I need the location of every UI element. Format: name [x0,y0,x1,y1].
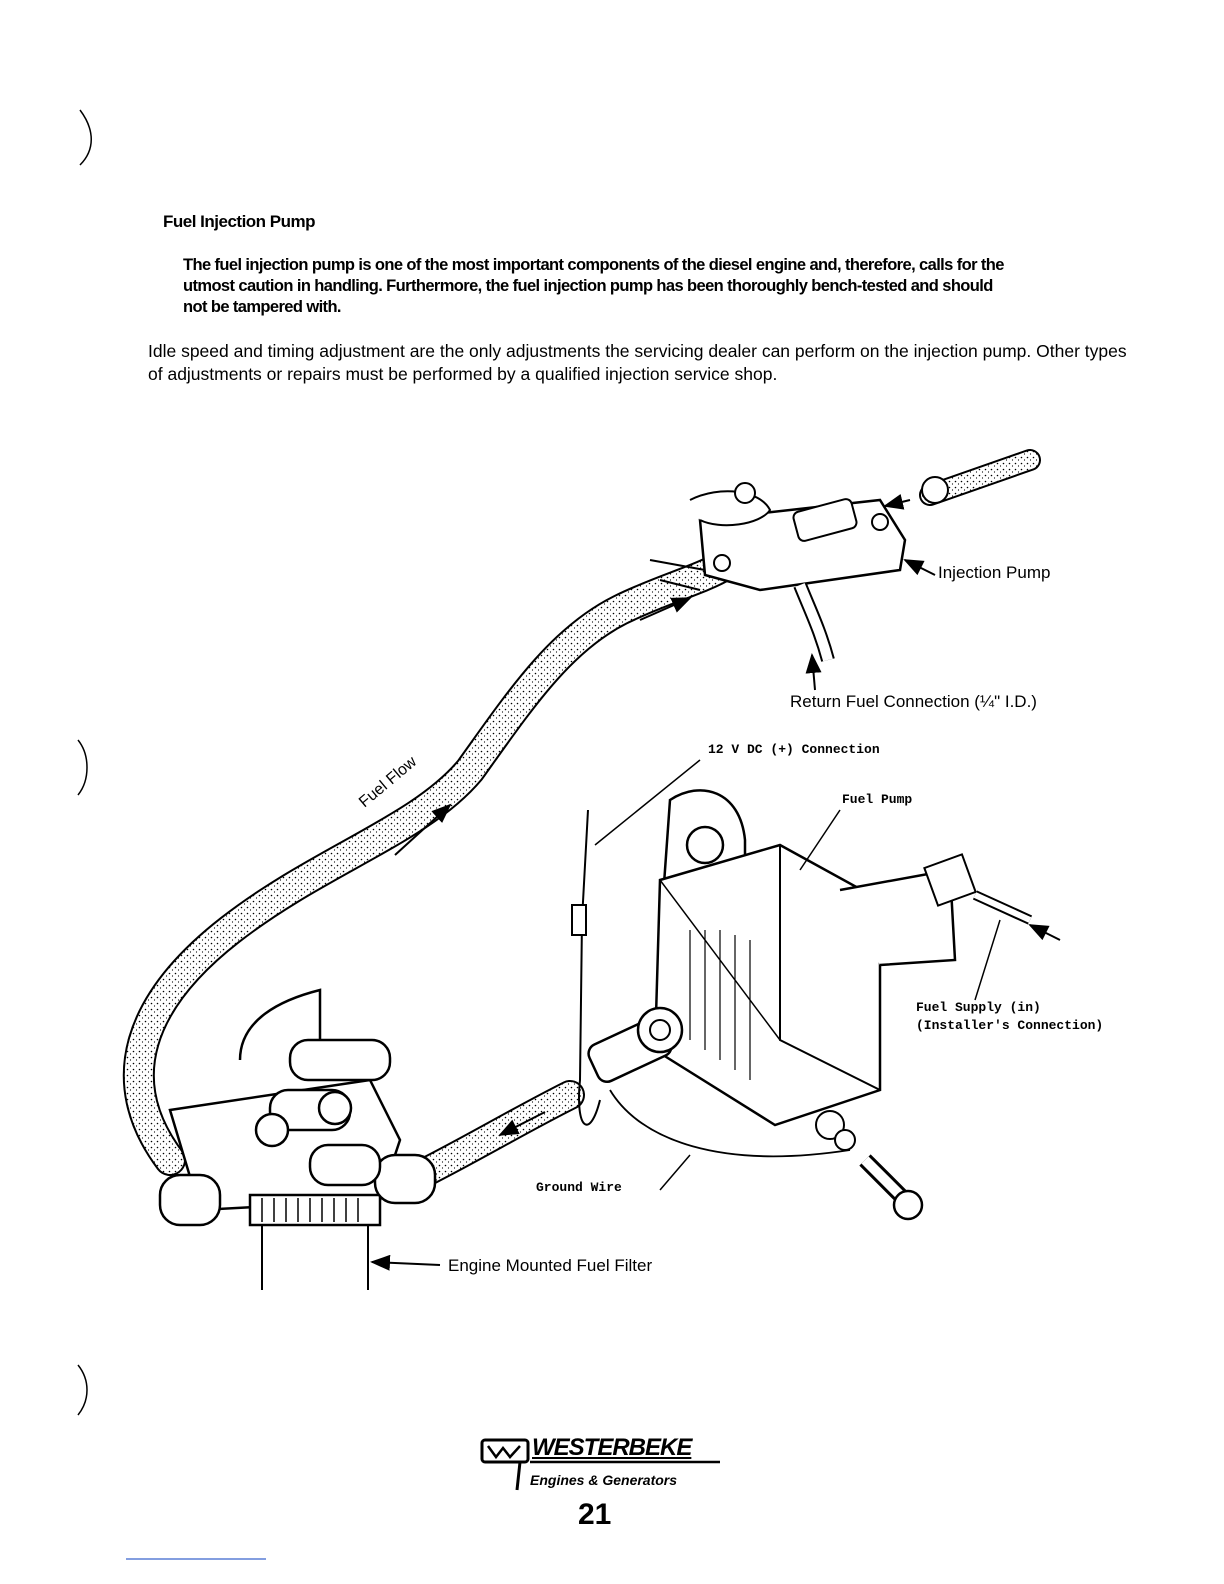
injection-pump [649,449,1041,691]
fuel-filter [158,988,441,1290]
supply-hose [122,549,741,1176]
fuel-pump-label: Fuel Pump [842,792,913,807]
section-title: Fuel Injection Pump [163,212,316,231]
fuel-filter-label: Engine Mounted Fuel Filter [448,1256,653,1275]
installer-connection-label: (Installer's Connection) [916,1018,1104,1033]
brand-name: WESTERBEKE [532,1434,692,1461]
margin-mark [77,1364,88,1416]
westerbeke-logo-mark [480,1438,720,1491]
margin-mark [79,109,92,166]
electric-fuel-pump [571,759,1061,1221]
fuel-supply-label: Fuel Supply (in) [916,1000,1041,1015]
margin-mark [77,739,88,796]
body-paragraph: Idle speed and timing adjustment are the… [148,341,1127,384]
caution-paragraph: The fuel injection pump is one of the mo… [183,256,1004,316]
pump-to-filter-hose [405,1080,585,1190]
brand-tagline: Engines & Generators [530,1472,678,1488]
ground-wire-label: Ground Wire [536,1180,622,1195]
return-fuel-label: Return Fuel Connection (¼" I.D.) [790,692,1037,711]
dc-connection-label: 12 V DC (+) Connection [708,742,880,757]
page-number: 21 [578,1498,612,1531]
injection-pump-label: Injection Pump [938,563,1051,582]
